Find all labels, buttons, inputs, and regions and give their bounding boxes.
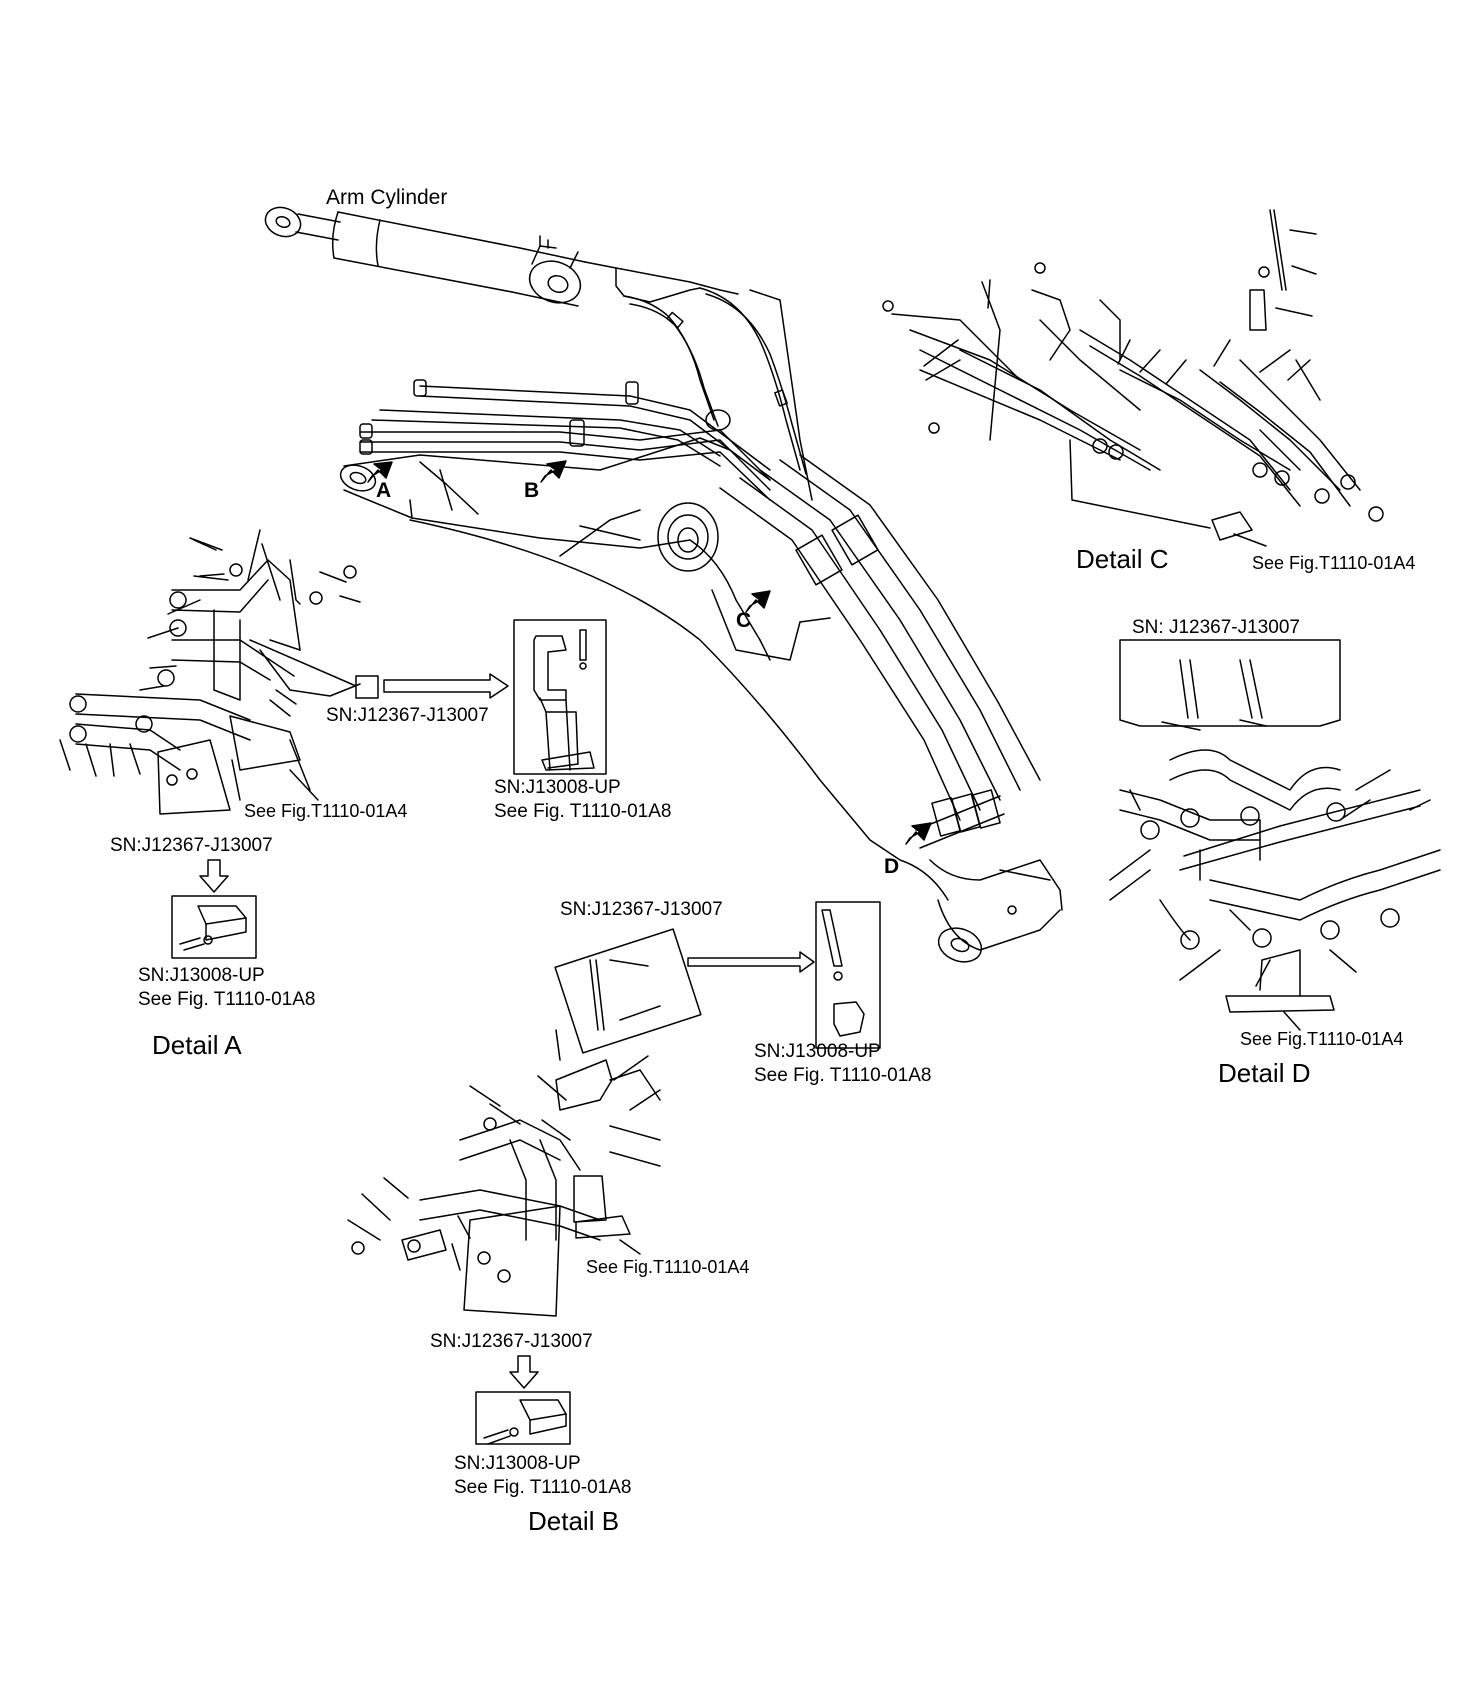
detail-a-lower-serial: SN:J12367-J13007 [110, 835, 273, 856]
detail-b-fig-ref: See Fig.T1110-01A4 [586, 1257, 750, 1277]
detail-a-fig-ref: See Fig.T1110-01A4 [244, 801, 408, 821]
detail-c-title: Detail C [1076, 544, 1169, 574]
detail-a-inset-frame [513, 619, 607, 775]
callout-c: C [736, 609, 752, 632]
arm-cylinder-drawing [264, 206, 739, 307]
detail-b-title: Detail B [528, 1506, 620, 1536]
detail-a-inset-serial: SN:J13008-UP [494, 777, 621, 798]
arrow-a-to-inset [383, 673, 509, 699]
detail-b-lower-inset-fig-ref: See Fig. T1110-01A8 [454, 1477, 632, 1498]
detail-b-inset-frame [815, 901, 881, 1049]
arrow-a-down [199, 859, 229, 893]
arm-body-drawing [339, 437, 1063, 963]
detail-b-lower-inset-part [483, 1399, 567, 1445]
callout-a: A [376, 479, 392, 502]
detail-d-title: Detail D [1218, 1058, 1311, 1088]
detail-a-title: Detail A [152, 1030, 242, 1060]
detail-c-drawing [882, 209, 1384, 547]
detail-a-lower-inset-serial: SN:J13008-UP [138, 965, 265, 986]
detail-b-lower-inset-frame [475, 1391, 571, 1445]
callout-d: D [884, 855, 900, 878]
detail-a-drawing [59, 529, 361, 815]
detail-a-marker-box [355, 675, 379, 699]
hose-lines [623, 287, 813, 501]
detail-b-inset-fig-ref: See Fig. T1110-01A8 [754, 1065, 932, 1086]
detail-b-inset-part [821, 909, 865, 1037]
detail-b-lower-serial: SN:J12367-J13007 [430, 1331, 593, 1352]
detail-b-drawing [347, 928, 815, 1317]
detail-c-fig-ref: See Fig.T1110-01A4 [1252, 553, 1416, 573]
tube-bundle-upper [359, 379, 771, 501]
arrow-b-down [509, 1355, 539, 1389]
detail-b-upper-serial: SN:J12367-J13007 [560, 899, 723, 920]
detail-b-inset-serial: SN:J13008-UP [754, 1041, 881, 1062]
detail-a-marker-serial: SN:J12367-J13007 [326, 705, 489, 726]
detail-a-inset-part [533, 629, 595, 771]
detail-a-inset-fig-ref: See Fig. T1110-01A8 [494, 801, 672, 822]
detail-d-serial: SN: J12367-J13007 [1132, 617, 1300, 638]
callout-b: B [524, 479, 540, 502]
detail-a-lower-inset-part [179, 905, 247, 951]
detail-b-lower-inset-serial: SN:J13008-UP [454, 1453, 581, 1474]
detail-a-lower-inset-frame [171, 895, 257, 959]
detail-d-drawing [1109, 639, 1441, 1031]
callout-arrows [367, 460, 932, 845]
detail-a-lower-inset-fig-ref: See Fig. T1110-01A8 [138, 989, 316, 1010]
detail-d-fig-ref: See Fig.T1110-01A4 [1240, 1029, 1404, 1049]
arm-cylinder-label: Arm Cylinder [326, 186, 448, 209]
